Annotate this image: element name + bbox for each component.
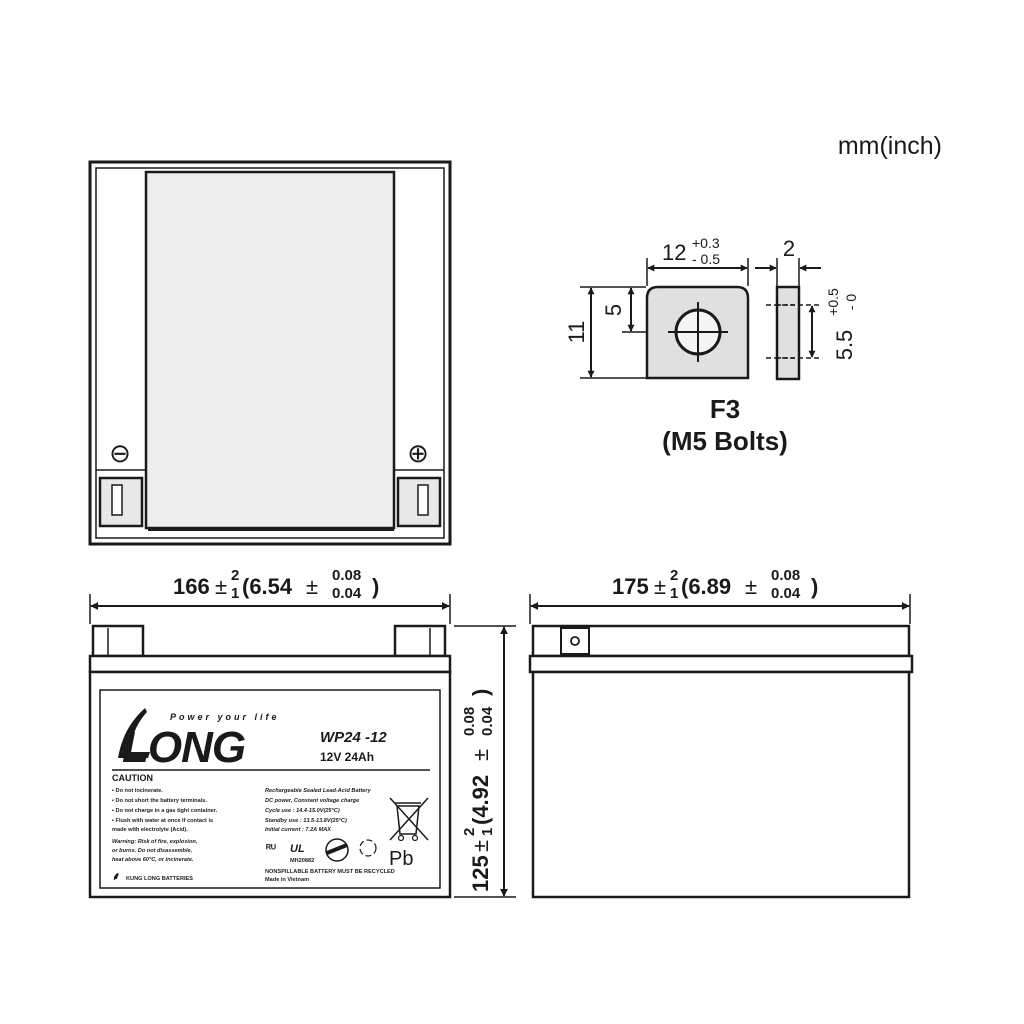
caution-item: ▪ Do not incinerate. xyxy=(112,788,163,794)
height-close: ) xyxy=(468,689,493,696)
terminal-width-tol-plus: +0.3 xyxy=(692,235,720,251)
positive-terminal-slot xyxy=(417,484,429,516)
spec-line: Standby use : 13.5-13.8V(25°C) xyxy=(265,818,347,824)
width-tol-sup: 2 xyxy=(231,567,239,584)
terminal-width-value: 12 xyxy=(662,240,686,265)
height-pm: ± xyxy=(468,840,493,852)
length-close: ) xyxy=(811,574,818,599)
top-view xyxy=(88,160,452,546)
battery-rating: 12V 24Ah xyxy=(320,750,374,764)
made-in-text: Made in Vietnam xyxy=(265,877,309,883)
length-inch-tol-sub: 0.04 xyxy=(771,585,801,602)
width-dimension-text: 166 ± 2 1 (6.54 ± 0.08 0.04 ) xyxy=(173,567,379,602)
spec-line: Cycle use : 14.4-15.0V(25°C) xyxy=(265,808,340,814)
height-tol-sub: 1 xyxy=(479,828,496,836)
caution-item: made with electrolyte (Acid). xyxy=(112,827,188,833)
positive-symbol-icon: ⊕ xyxy=(407,438,429,468)
units-label: mm(inch) xyxy=(838,132,942,160)
length-pm: ± xyxy=(654,574,666,599)
spec-line: Rechargeable Sealed Lead-Acid Battery xyxy=(265,788,372,794)
length-tol-sup: 2 xyxy=(670,567,678,584)
hole-diameter-tol-plus: +0.5 xyxy=(825,288,841,316)
width-pm: ± xyxy=(215,574,227,599)
caution-item: ▪ Flush with water at once if contact is xyxy=(112,818,213,824)
long-logo-swoosh-icon xyxy=(118,708,150,758)
terminal-thickness-value: 2 xyxy=(783,236,795,261)
negative-symbol-icon: ⊖ xyxy=(109,438,131,468)
side-view xyxy=(528,624,914,899)
nonspillable-text: NONSPILLABLE BATTERY MUST BE RECYCLED xyxy=(265,869,395,875)
hole-diameter-tol-minus: - 0 xyxy=(843,294,859,311)
height-inch-pm: ± xyxy=(468,749,493,761)
warning-line: Warning: Risk of fire, explosion, xyxy=(112,839,198,845)
height-inch-tol-sup: 0.08 xyxy=(461,707,478,736)
height-nominal: 125 xyxy=(468,855,493,892)
height-dimension-text: 125 ± 2 1 (4.92 ± 0.08 0.04 ) xyxy=(461,689,496,892)
width-dimension xyxy=(89,594,451,624)
recycle-arrows-icon xyxy=(359,839,377,857)
height-inch-tol-sub: 0.04 xyxy=(479,706,496,736)
length-inch-pm: ± xyxy=(745,574,757,599)
model-number: WP24 -12 xyxy=(320,729,387,746)
width-nominal: 166 xyxy=(173,574,210,599)
spec-line: DC power, Constant voltage charge xyxy=(265,798,359,804)
label-icons: ᴿᵁ UL xyxy=(266,797,429,862)
hole-offset-value: 5 xyxy=(601,304,626,316)
battery-label xyxy=(99,689,441,889)
front-view-lid xyxy=(88,654,452,674)
side-terminal-icon xyxy=(560,627,590,655)
width-inch-tol-sup: 0.08 xyxy=(332,567,361,584)
width-tol-sub: 1 xyxy=(231,585,239,602)
caution-item: ▪ Do not charge in a gas tight container… xyxy=(112,808,218,814)
hole-diameter-value: 5.5 xyxy=(832,330,857,361)
length-tol-sub: 1 xyxy=(670,585,678,602)
negative-terminal-slot xyxy=(111,484,123,516)
top-view-inner-frame xyxy=(95,167,445,539)
brand-name: LONG xyxy=(122,723,245,772)
warning-line: heat above 60°C, or incinerate. xyxy=(112,857,194,863)
recycle-seal-icon xyxy=(325,838,349,862)
maker-logo-icon: ⸙ xyxy=(112,871,120,883)
width-inch: (6.54 xyxy=(242,574,293,599)
length-dimension-text: 175 ± 2 1 (6.89 ± 0.08 0.04 ) xyxy=(612,567,818,602)
width-close: ) xyxy=(372,574,379,599)
width-inch-pm: ± xyxy=(306,574,318,599)
height-tol-sup: 2 xyxy=(461,828,478,836)
length-inch: (6.89 xyxy=(681,574,731,599)
ul-code: MH20882 xyxy=(290,858,314,864)
length-nominal: 175 xyxy=(612,574,649,599)
terminal-detail xyxy=(580,258,822,381)
length-inch-tol-sup: 0.08 xyxy=(771,567,800,584)
label-logo xyxy=(118,708,150,758)
height-dimension xyxy=(454,625,516,898)
brand-slogan: Power your life xyxy=(170,712,280,722)
pb-symbol: Pb xyxy=(389,848,413,870)
svg-text:UL: UL xyxy=(290,843,305,855)
width-inch-tol-sub: 0.04 xyxy=(332,585,362,602)
warning-line: or burns. Do not disassemble, xyxy=(112,848,193,854)
spec-line: Initial current : 7.2A MAX xyxy=(265,827,332,833)
length-dimension xyxy=(529,594,911,624)
caution-item: ▪ Do not short the battery terminals. xyxy=(112,798,207,804)
terminal-plate-side xyxy=(775,285,801,381)
svg-text:ᴿᵁ: ᴿᵁ xyxy=(266,843,276,855)
terminal-height-value: 11 xyxy=(564,321,589,344)
maker-name: KUNG LONG BATTERIES xyxy=(126,876,193,882)
terminal-name: F3 xyxy=(710,394,740,424)
front-view xyxy=(88,624,452,899)
terminal-bolt-spec: (M5 Bolts) xyxy=(662,426,788,456)
terminal-width-tol-minus: - 0.5 xyxy=(692,251,720,267)
side-view-top xyxy=(531,624,911,658)
height-inch: (4.92 xyxy=(468,775,493,825)
crossed-bin-icon xyxy=(389,797,429,842)
side-view-lid xyxy=(528,654,914,674)
caution-title: CAUTION xyxy=(112,773,153,783)
side-view-body xyxy=(531,670,911,899)
top-view-lid-panel xyxy=(144,170,396,530)
ul-mark-icon: ᴿᵁ UL xyxy=(266,843,305,855)
